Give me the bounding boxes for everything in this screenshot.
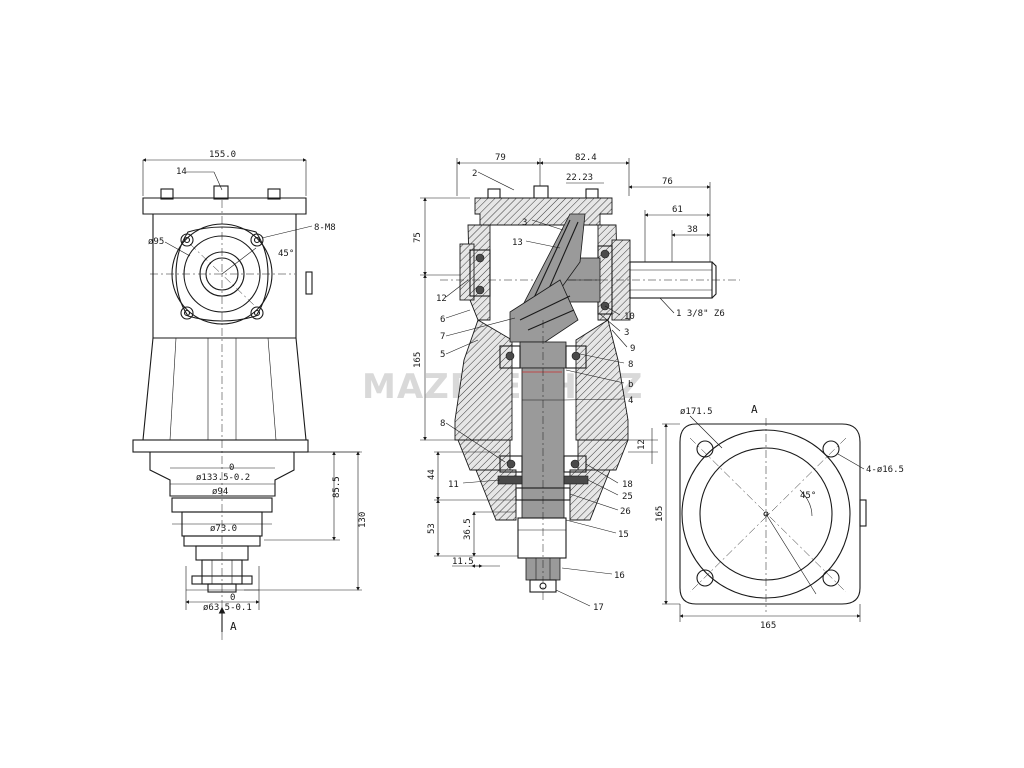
callout-14: 14 — [176, 167, 187, 177]
callout-25: 25 — [622, 492, 633, 502]
dim-d63: ø63.5-0.1 — [203, 603, 252, 613]
dim-h85: 85.5 — [332, 476, 342, 498]
callout-8-left: 8 — [440, 419, 445, 429]
flange-view-title: A — [751, 403, 758, 416]
dim-61: 61 — [672, 205, 683, 215]
dim-82-4: 82.4 — [575, 153, 597, 163]
callout-10: 10 — [624, 312, 635, 322]
callout-3-top: 3 — [522, 218, 527, 228]
callout-4: 4 — [628, 396, 633, 406]
dim-75: 75 — [413, 232, 423, 243]
left-view: 155.0 14 ø95 8-M8 45° — [132, 150, 368, 640]
dim-36-5: 36.5 — [463, 518, 473, 540]
callout-8-right: 8 — [628, 360, 633, 370]
callout-6: 6 — [440, 315, 445, 325]
dim-bolt-pattern: 8-M8 — [314, 223, 336, 233]
dim-12: 12 — [637, 439, 647, 450]
dim-d94: ø94 — [212, 487, 228, 497]
callout-9: 9 — [630, 344, 635, 354]
callout-15: 15 — [618, 530, 629, 540]
callout-13: 13 — [512, 238, 523, 248]
flange-view: A 45° ø171.5 4-ø16.5 165 165 — [655, 403, 904, 631]
callout-5: 5 — [440, 350, 445, 360]
section-view: 79 82.4 22.23 76 61 38 75 165 — [413, 153, 740, 613]
dim-44: 44 — [427, 469, 437, 480]
callout-11: 11 — [448, 480, 459, 490]
flange-dim-height: 165 — [655, 506, 665, 522]
dim-76: 76 — [662, 177, 673, 187]
section-letter-a: A — [230, 620, 237, 633]
dim-38: 38 — [687, 225, 698, 235]
dim-angle-left: 45° — [278, 249, 294, 259]
dim-d133-tol: 0 — [229, 463, 234, 473]
dim-53: 53 — [427, 523, 437, 534]
dim-d133: ø133.5-0.2 — [196, 473, 250, 483]
flange-dim-width: 165 — [760, 621, 776, 631]
dim-165: 165 — [413, 352, 423, 368]
callout-18: 18 — [622, 480, 633, 490]
callout-17: 17 — [593, 603, 604, 613]
flange-dim-d171: ø171.5 — [680, 407, 713, 417]
dim-11-5: 11.5 — [452, 557, 474, 567]
flange-dim-holes: 4-ø16.5 — [866, 465, 904, 475]
dim-d73: ø73.0 — [210, 524, 237, 534]
dim-79: 79 — [495, 153, 506, 163]
callout-12: 12 — [436, 294, 447, 304]
callout-7: 7 — [440, 332, 445, 342]
dim-d63-tol: 0 — [230, 593, 235, 603]
dim-pcd: ø95 — [148, 237, 164, 247]
callout-26: 26 — [620, 507, 631, 517]
flange-angle: 45° — [800, 491, 816, 501]
dim-22-23: 22.23 — [566, 173, 593, 183]
dim-spline: 1 3/8" Z6 — [676, 309, 725, 319]
callout-b: b — [628, 380, 633, 390]
callout-2: 2 — [472, 169, 477, 179]
callout-3-right: 3 — [624, 328, 629, 338]
callout-16: 16 — [614, 571, 625, 581]
dim-h130: 130 — [358, 512, 368, 528]
dim-width-top: 155.0 — [209, 150, 236, 160]
